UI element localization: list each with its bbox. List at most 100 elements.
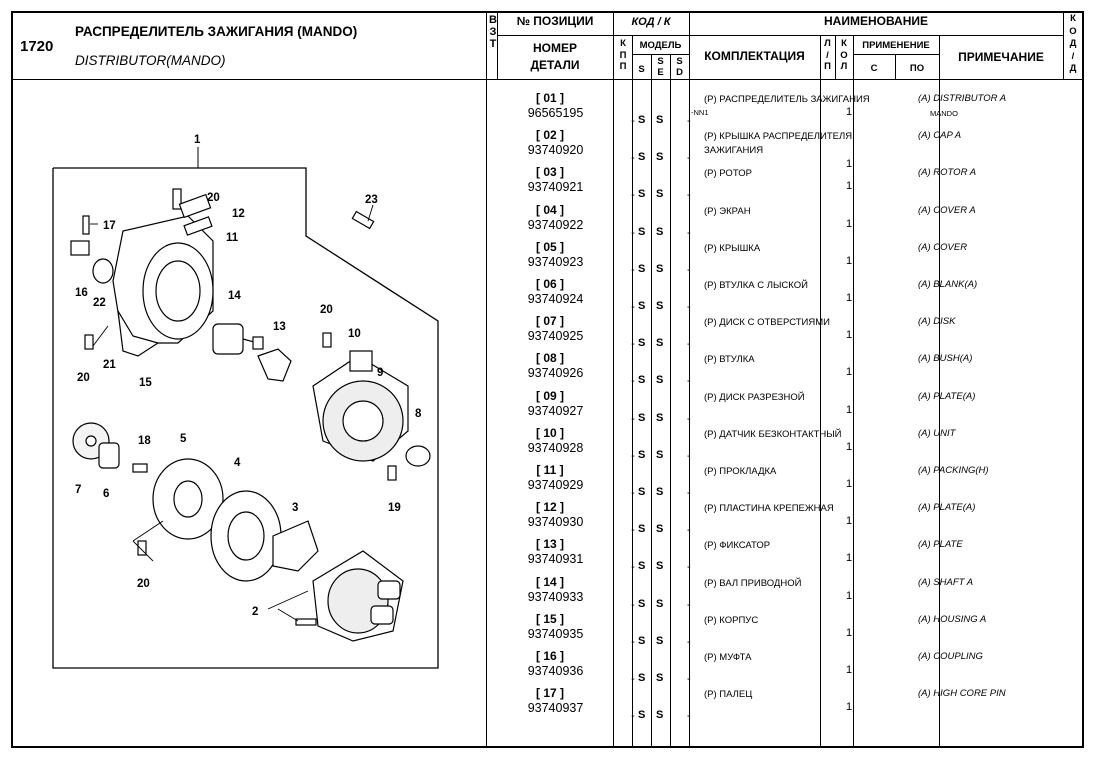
part-model-s: S (638, 560, 646, 573)
section-title-en: DISTRIBUTOR(MANDO) (75, 53, 226, 68)
callout-15: 15 (139, 377, 152, 389)
part-name-ru: (Р) ЭКРАН (704, 205, 751, 217)
hdr-app-from: С (870, 63, 878, 74)
part-model-se: S (656, 486, 664, 498)
part-position: [ 01 ] (535, 91, 564, 105)
part-model-s: S (638, 300, 646, 312)
hdr-line (895, 54, 896, 80)
callout-6: 6 (103, 488, 109, 500)
part-kpp: - (631, 412, 635, 425)
part-model-s: S (638, 151, 646, 164)
part-model-sd: - (687, 338, 691, 351)
part-model-s: S (638, 709, 646, 722)
hdr-position-no: № ПОЗИЦИИ (516, 14, 594, 28)
part-number: 93740923 (527, 254, 584, 269)
part-number: 93740924 (527, 292, 584, 306)
hdr-lp: Л/П (824, 38, 831, 72)
part-qty: 1 (846, 254, 853, 267)
hdr-line (835, 35, 836, 80)
part-model-se: S (656, 560, 664, 573)
callout-20: 20 (207, 192, 220, 204)
part-qty: 1 (846, 701, 853, 714)
part-position: [ 02 ] (535, 128, 564, 143)
hdr-model-s: S (638, 64, 645, 75)
part-number: 93740929 (527, 478, 584, 492)
callout-4: 4 (234, 457, 241, 469)
part-position: [ 08 ] (535, 351, 564, 366)
part-name-en: (A) PLATE (918, 539, 963, 551)
part-qty: 1 (846, 515, 853, 528)
part-model-sd: - (687, 152, 691, 165)
part-model-se: S (656, 300, 664, 312)
col-line (853, 35, 854, 748)
part-name-en: (A) ROTOR A (918, 167, 977, 179)
part-model-se: S (656, 262, 664, 275)
part-model-se: S (656, 523, 664, 536)
part-number: 96565195 (527, 106, 584, 120)
part-kpp: - (631, 598, 635, 611)
part-model-se: S (656, 374, 664, 387)
part-model-se: S (656, 709, 664, 722)
part-name-en: (A) PACKING(H) (918, 465, 989, 476)
part-model-se: S (656, 597, 664, 610)
part-model-s: S (638, 337, 646, 350)
part-model-s: S (638, 448, 646, 461)
part-name-ru: (Р) ВТУЛКА С ЛЫСКОЙ (704, 280, 808, 291)
part-model-se: S (656, 448, 664, 461)
part-name-en: (A) CAP A (918, 130, 962, 142)
callout-1: 1 (194, 134, 201, 146)
part-name-en: (A) COVER (918, 241, 968, 253)
callout-13: 13 (273, 321, 286, 333)
callout-16: 16 (75, 287, 88, 299)
callout-23: 23 (365, 194, 378, 206)
part-name-ru: (Р) ПАЛЕЦ (704, 689, 753, 701)
hdr-line (497, 12, 498, 80)
part-model-sd: - (687, 710, 691, 723)
callout-8: 8 (415, 408, 422, 420)
part-name-ru: (Р) ПРОКЛАДКА (704, 466, 777, 477)
part-model-sd: - (687, 375, 691, 388)
part-name-en: (A) BUSH(A) (918, 353, 973, 365)
part-model-sd: - (687, 263, 691, 276)
part-position: [ 16 ] (535, 649, 564, 663)
part-kpp: - (631, 710, 635, 723)
part-name-ru: (Р) МУФТА (704, 652, 752, 663)
col-line (689, 12, 690, 748)
section-title-ru: РАСПРЕДЕЛИТЕЛЬ ЗАЖИГАНИЯ (MANDO) (75, 24, 358, 39)
hdr-app-to: ПО (909, 63, 925, 74)
part-qty: 1 (846, 552, 853, 565)
col-line (820, 35, 821, 748)
callout-3: 3 (292, 502, 298, 514)
part-kpp: - (631, 115, 635, 127)
part-model-s: S (638, 486, 646, 498)
callout-10: 10 (348, 328, 361, 340)
callout-22: 22 (93, 297, 106, 309)
part-name-ru: (Р) ДИСК С ОТВЕРСТИЯМИ (704, 317, 830, 329)
part-name-ru: (Р) ВТУЛКА (704, 354, 755, 366)
part-kpp: - (631, 226, 635, 239)
part-name-ru: (Р) ФИКСАТОР (704, 540, 771, 552)
part-position: [ 03 ] (535, 165, 564, 180)
part-name-en: (A) DISTRIBUTOR A (918, 93, 1007, 104)
col-line (651, 54, 652, 748)
part-position: [ 13 ] (535, 537, 564, 552)
part-position: [ 14 ] (535, 574, 564, 589)
part-qty: 1 (846, 158, 853, 171)
part-model-sd: - (687, 449, 691, 462)
part-model-se: S (656, 411, 664, 424)
hdr-model: МОДЕЛЬ (639, 40, 682, 51)
part-qty: 1 (846, 478, 853, 490)
part-position: [ 04 ] (535, 202, 564, 217)
part-position: [ 10 ] (535, 425, 564, 440)
part-position: [ 15 ] (535, 611, 564, 626)
part-model-s: S (638, 523, 646, 536)
hdr-line (497, 35, 1063, 36)
callout-20: 20 (320, 304, 333, 316)
part-kpp: - (631, 152, 635, 165)
part-position: [ 05 ] (535, 239, 564, 254)
